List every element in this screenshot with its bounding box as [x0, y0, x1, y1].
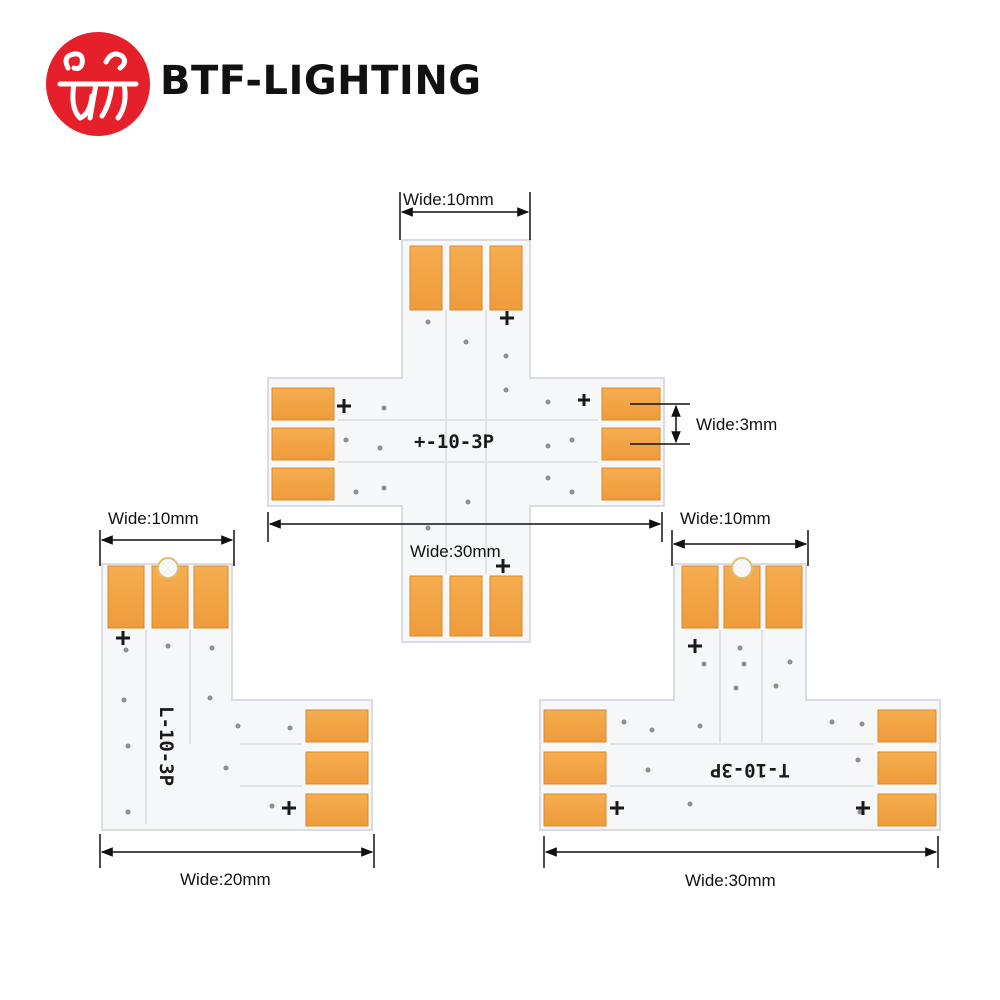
l-width-label: Wide:10mm — [108, 509, 199, 528]
cross-pad-label: Wide:3mm — [696, 415, 777, 434]
t-span-label: Wide:30mm — [685, 871, 776, 890]
l-connector — [101, 557, 373, 831]
l-silk-label: L-10-3P — [155, 706, 177, 786]
t-width-label: Wide:10mm — [680, 509, 771, 528]
cross-span-label: Wide:30mm — [410, 542, 501, 561]
brand-name: BTF-LIGHTING — [160, 58, 482, 104]
t-connector — [539, 557, 941, 831]
btf-logo-icon — [46, 32, 150, 136]
t-silk-label: T-10-3P — [710, 759, 790, 781]
cross-connector — [267, 239, 665, 643]
cross-silk-label: +-10-3P — [414, 431, 494, 453]
cross-width-label: Wide:10mm — [403, 190, 494, 209]
l-span-label: Wide:20mm — [180, 870, 271, 889]
